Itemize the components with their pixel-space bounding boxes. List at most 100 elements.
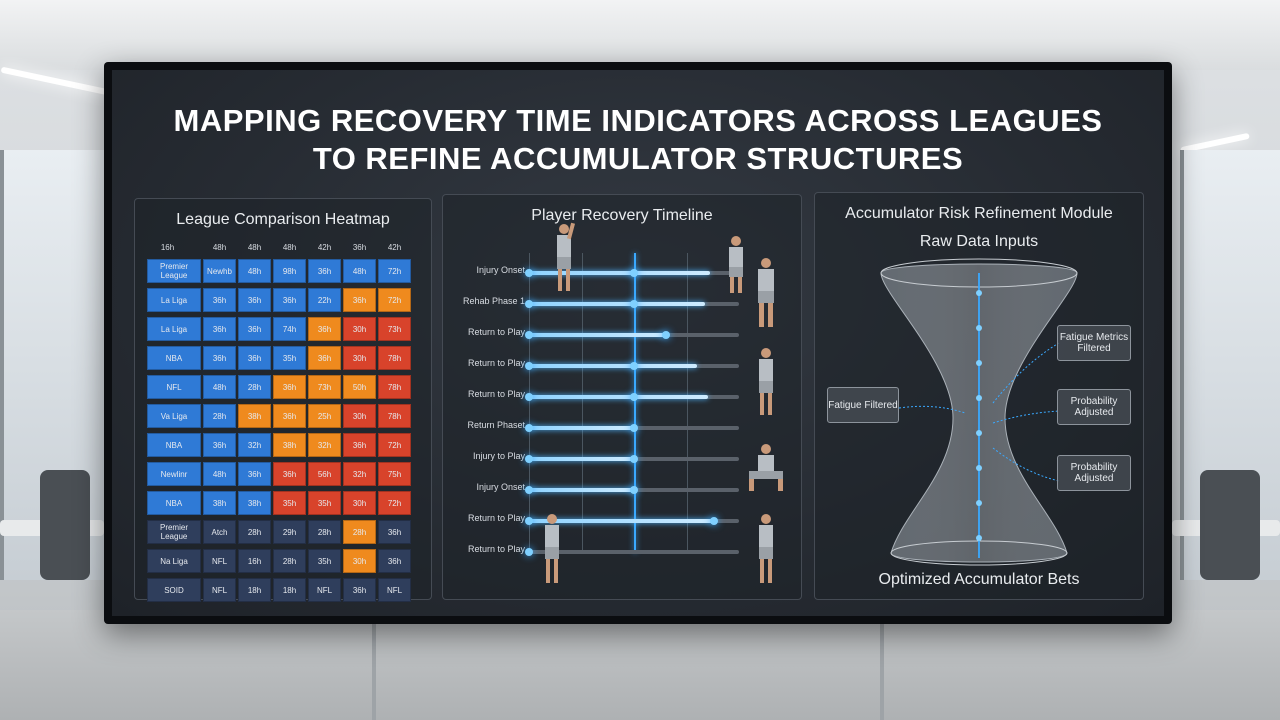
heatmap-cell: 06h: [378, 607, 411, 617]
heatmap-cell: 36h: [378, 520, 411, 544]
heatmap-cell: 36h: [343, 607, 376, 617]
timeline-progress-fill: [529, 488, 634, 492]
timeline-start-marker: [525, 424, 533, 432]
heatmap-title: League Comparison Heatmap: [176, 211, 390, 228]
heatmap-cell: 36h: [273, 404, 306, 428]
heatmap-cell: 35h: [273, 346, 306, 370]
heatmap-cell: 72h: [378, 491, 411, 515]
timeline-progress-fill: [529, 271, 710, 275]
heatmap-column-header: 48h: [247, 243, 262, 252]
heatmap-cell: 48h: [203, 462, 236, 486]
athlete-figure: [759, 348, 773, 415]
office-ceiling: [0, 0, 1280, 70]
heatmap-row-label: Na Liga: [147, 549, 201, 573]
module-footer: Optimized Accumulator Bets: [878, 571, 1080, 588]
heatmap-cell: NFL: [308, 578, 341, 602]
heatmap-cell: 30h: [343, 404, 376, 428]
heatmap-cell: 30h: [343, 317, 376, 341]
heatmap-cell: 16h: [238, 549, 271, 573]
timeline-row-label: Return to Play: [467, 544, 525, 554]
heatmap-cell: 38h: [203, 491, 236, 515]
heatmap-cell: 18h: [273, 578, 306, 602]
heatmap-cell: 98h: [273, 259, 306, 283]
athlete-figure: [545, 514, 559, 583]
heatmap-cell: 32h: [238, 433, 271, 457]
heatmap-cell: 29h: [273, 520, 306, 544]
heatmap-cell: 36h: [273, 462, 306, 486]
heatmap-cell: 48h: [203, 375, 236, 399]
heatmap-cell: 36h: [203, 607, 236, 617]
heatmap-cell: 36h: [308, 607, 341, 617]
heatmap-cell: Newhb: [203, 259, 236, 283]
timeline-milestone-marker: [630, 362, 638, 370]
timeline-progress-fill: [529, 302, 706, 306]
timeline-progress-fill: [529, 333, 666, 337]
heatmap-row-label: Newlinr: [147, 462, 201, 486]
heatmap-column-header: 42h: [387, 243, 402, 252]
heatmap-column-header: 16h: [160, 243, 175, 252]
fatigue-filtered-box: Fatigue Filtered: [827, 387, 899, 423]
heatmap-cell: 36h: [238, 317, 271, 341]
athlete-figure: [749, 444, 783, 491]
probability-adjusted-box: Probability Adjusted: [1057, 455, 1131, 491]
timeline-gridline: [581, 253, 583, 553]
timeline-row-label: Injury to Play: [472, 451, 525, 461]
timeline-milestone-marker: [630, 455, 638, 463]
heatmap-cell: 28h: [308, 520, 341, 544]
heatmap-cell: 22h: [308, 288, 341, 312]
timeline-start-marker: [525, 548, 533, 556]
heatmap-row-label: NBA: [147, 491, 201, 515]
heatmap-row-label: NFL: [147, 375, 201, 399]
monitor-screen: MAPPING RECOVERY TIME INDICATORS ACROSS …: [112, 70, 1164, 616]
timeline-progress-fill: [529, 395, 708, 399]
timeline-track: [529, 550, 739, 554]
heatmap-column-header: 42h: [317, 243, 332, 252]
heatmap-cell: 38h: [238, 491, 271, 515]
heatmap-cell: 38h: [273, 433, 306, 457]
timeline-row-label: Injury Onset: [476, 482, 525, 492]
timeline-progress-fill: [529, 426, 634, 430]
heatmap-cell: NFL: [203, 549, 236, 573]
timeline-gridline: [529, 253, 530, 553]
heatmap-cell: 48h: [343, 259, 376, 283]
heatmap-row-label: Va Liga: [147, 404, 201, 428]
timeline-start-marker: [525, 393, 533, 401]
timeline-row-label: Return to Play: [467, 389, 525, 399]
heatmap-cell: 36h: [308, 259, 341, 283]
athlete-figure: [759, 514, 773, 583]
heatmap-cell: 36h: [273, 607, 306, 617]
heatmap-cell: 36h: [238, 288, 271, 312]
heatmap-column-header: 48h: [212, 243, 227, 252]
timeline-row-label: Injury Onset: [476, 265, 525, 275]
heatmap-cell: 78h: [378, 375, 411, 399]
office-chair: [40, 470, 90, 580]
risk-module-panel: Accumulator Risk Refinement Module Raw D…: [814, 192, 1144, 600]
timeline-milestone-marker: [630, 300, 638, 308]
heatmap-cell: 78h: [378, 404, 411, 428]
heatmap-cell: 32h: [308, 433, 341, 457]
timeline-start-marker: [525, 331, 533, 339]
heatmap-panel: League Comparison Heatmap 16h 48h 48h 48h 42…: [134, 198, 432, 616]
athlete-figure: [758, 258, 774, 327]
timeline-progress-fill: [529, 457, 634, 461]
heatmap-cell: 18h: [238, 578, 271, 602]
heatmap-cell: 36h: [308, 317, 341, 341]
heatmap-cell: 72h: [378, 433, 411, 457]
heatmap-cell: 74h: [273, 317, 306, 341]
heatmap-row-label: La Liga: [147, 317, 201, 341]
heatmap-cell: 73h: [378, 317, 411, 341]
heatmap-cell: NFL: [378, 578, 411, 602]
heatmap-row-label: Premier League: [147, 259, 201, 283]
fatigue-metrics-box: Fatigue Metrics Filtered: [1057, 325, 1131, 361]
athlete-figure: [557, 222, 576, 291]
timeline-milestone-marker: [630, 269, 638, 277]
heatmap-cell: 72h: [378, 288, 411, 312]
heatmap-column-header: 48h: [282, 243, 297, 252]
timeline-progress-fill: [529, 519, 714, 523]
heatmap-cell: 32h: [343, 462, 376, 486]
timeline-gridline: [686, 253, 688, 553]
heatmap-cell: 36h: [378, 549, 411, 573]
heatmap-cell: 36h: [203, 317, 236, 341]
glass-frame: [372, 624, 376, 720]
